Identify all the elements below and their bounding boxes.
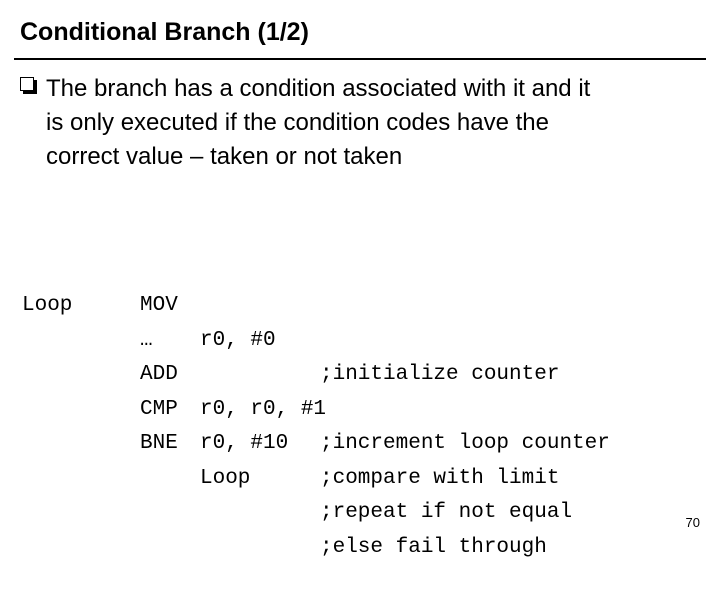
code-operands: r0, r0, #1 [200, 397, 327, 421]
code-comment: ;compare with limit [320, 466, 560, 490]
assembly-code-block: MOV r0, #0 ;initialize counter Loop … AD… [0, 220, 720, 559]
code-operands: r0, #10 [200, 432, 289, 455]
bullet-line: is only executed if the condition codes … [46, 109, 549, 136]
code-comment: ;increment loop counter [320, 432, 610, 455]
code-opcode: … [140, 328, 153, 352]
code-opcode: BNE [140, 432, 178, 455]
bullet-line: The branch has a condition associated wi… [46, 75, 591, 102]
slide-title: Conditional Branch (1/2) [20, 18, 309, 46]
bullet-line: correct value – taken or not taken [46, 143, 403, 170]
code-line: ADD r0, r0, #1 ;increment loop counter [0, 289, 720, 455]
code-opcode: MOV [140, 294, 178, 317]
code-operands: r0, #0 [200, 328, 276, 352]
title-divider [14, 58, 706, 60]
bullet-point: The branch has a condition associated wi… [20, 72, 700, 174]
code-comment: ;repeat if not equal [320, 501, 573, 524]
code-comment: ;initialize counter [320, 363, 560, 386]
bullet-text: The branch has a condition associated wi… [46, 72, 700, 174]
code-label: Loop [22, 294, 73, 317]
code-opcode: ADD [140, 363, 178, 386]
code-line: BNE Loop ;repeat if not equal [0, 358, 720, 524]
code-operands: Loop [200, 466, 251, 490]
page-number: 70 [685, 515, 700, 530]
code-line: MOV r0, #0 ;initialize counter [0, 220, 720, 386]
code-opcode: CMP [140, 397, 178, 421]
code-line: ;else fail through [0, 393, 720, 559]
square-bullet-icon [20, 77, 34, 91]
code-line: Loop … [0, 255, 720, 352]
code-line: CMP r0, #10 ;compare with limit [0, 324, 720, 490]
code-comment: ;else fail through [320, 535, 547, 559]
